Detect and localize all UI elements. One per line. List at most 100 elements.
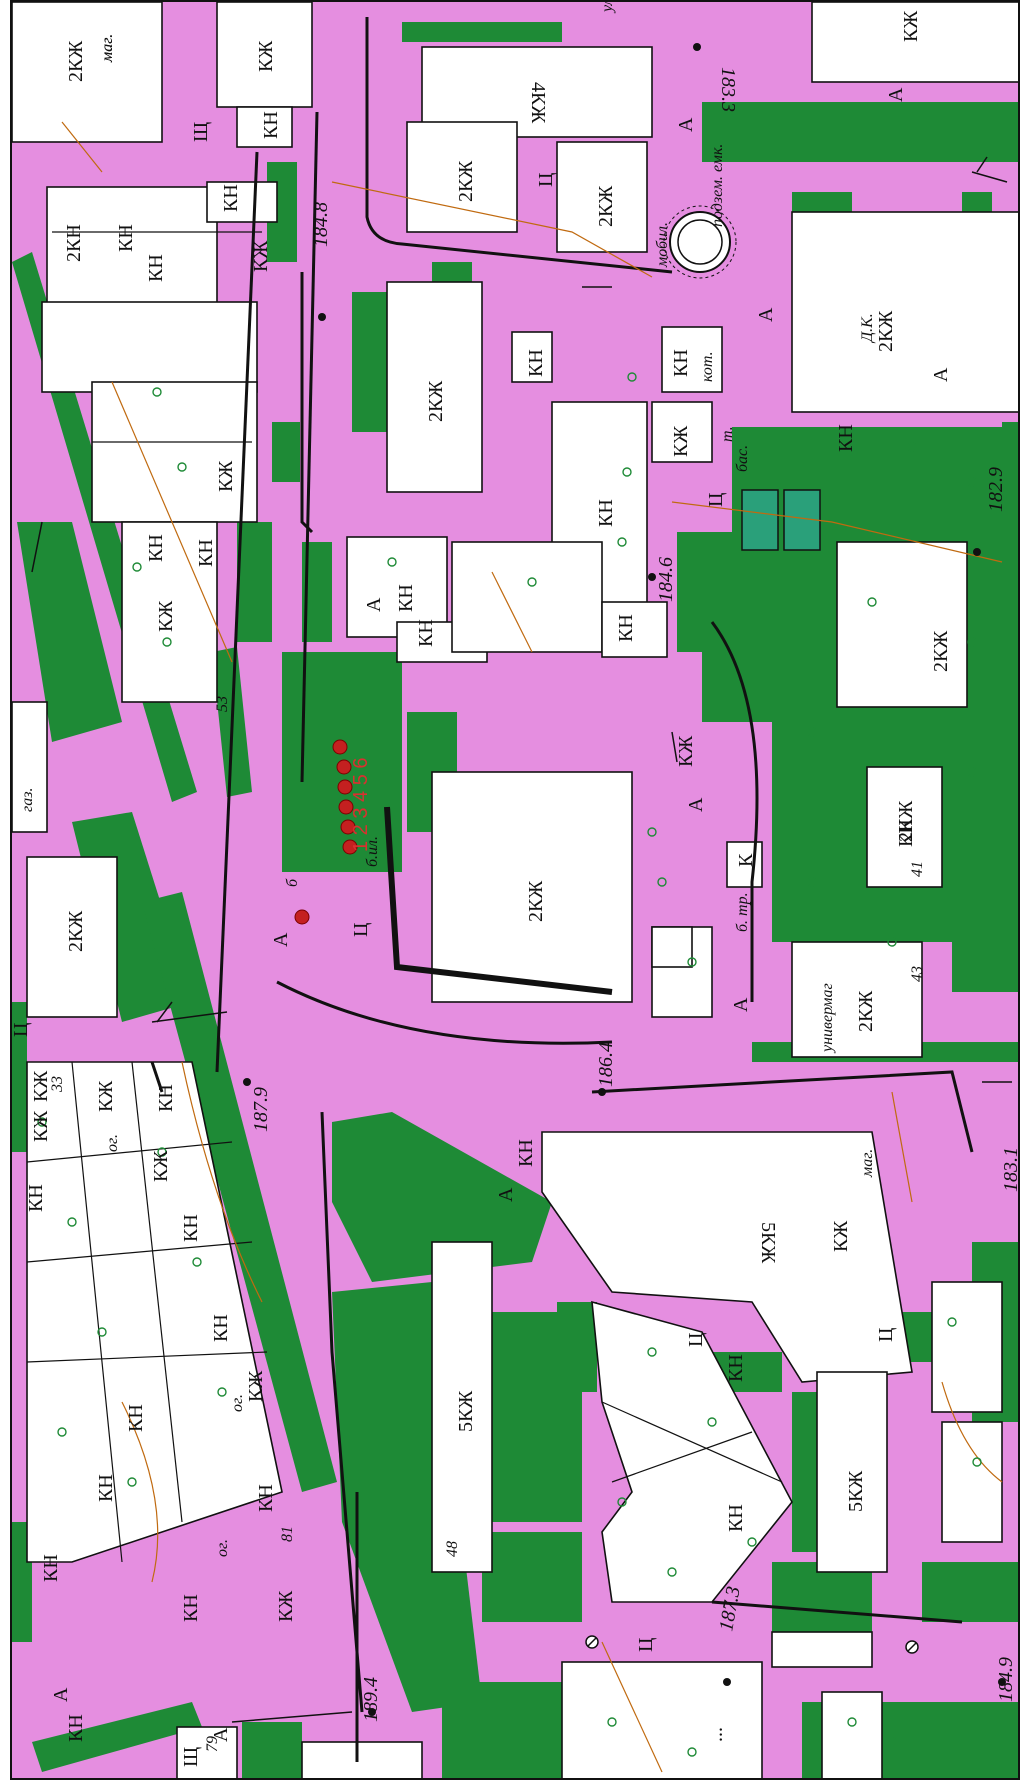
svg-text:2КЖ: 2КЖ (855, 991, 877, 1032)
svg-text:...: ... (705, 1727, 727, 1742)
street-label-mira: ул. Мира (599, 2, 616, 14)
svg-text:КН: КН (255, 1484, 277, 1512)
svg-text:КН: КН (40, 1554, 62, 1582)
svg-text:подзем. емк.: подзем. емк. (709, 144, 726, 227)
svg-text:5КЖ: 5КЖ (455, 1391, 477, 1432)
svg-text:КН: КН (155, 1084, 177, 1112)
marker-numbers: 1 2 3 4 5 6 (350, 757, 372, 852)
svg-text:187.9: 187.9 (250, 1087, 272, 1132)
svg-text:КЖ: КЖ (670, 426, 692, 457)
svg-text:КН: КН (415, 619, 437, 647)
svg-text:б. тр.: б. тр. (734, 892, 751, 932)
svg-text:А: А (495, 1187, 517, 1202)
svg-text:189.4: 189.4 (360, 1677, 382, 1722)
svg-text:2КЖ: 2КЖ (525, 881, 547, 922)
svg-text:ог.: ог. (214, 1539, 231, 1557)
svg-text:2КЖ: 2КЖ (425, 381, 447, 422)
svg-text:ог.: ог. (104, 1134, 121, 1152)
contour-lines (61, 121, 1003, 1773)
svg-text:КЖ: КЖ (30, 1111, 52, 1142)
svg-text:КН: КН (115, 224, 137, 252)
small-square (591, 1300, 793, 1603)
svg-text:Ц: Ц (12, 1023, 32, 1037)
topographic-map: ул. Мира 183.3 184.8 184.6 182.9 187.9 1… (10, 0, 1020, 1780)
svg-text:2КЖ: 2КЖ (895, 801, 917, 842)
svg-text:ог.: ог. (229, 1394, 246, 1412)
svg-text:183.3: 183.3 (717, 67, 739, 112)
svg-text:КН: КН (525, 349, 547, 377)
buildings-layer (12, 2, 1018, 1778)
curbs (150, 17, 974, 1762)
svg-text:КЖ: КЖ (155, 601, 177, 632)
svg-text:48: 48 (444, 1541, 461, 1557)
svg-text:КЖ: КЖ (250, 241, 272, 272)
svg-text:33: 33 (49, 1076, 66, 1093)
svg-text:А: А (210, 1727, 232, 1742)
svg-text:газ.: газ. (19, 788, 36, 812)
svg-text:КЖ: КЖ (30, 1071, 52, 1102)
svg-text:А: А (755, 307, 777, 322)
marker-6 (342, 839, 358, 855)
arrow-icon (31, 156, 1012, 1723)
svg-text:Щ: Щ (190, 122, 212, 142)
svg-text:КН: КН (95, 1474, 117, 1502)
survey-point-icon (243, 43, 1006, 1716)
svg-text:А: А (730, 997, 752, 1012)
svg-text:т.: т. (719, 426, 736, 442)
svg-text:81: 81 (279, 1526, 296, 1542)
svg-text:КН: КН (220, 184, 242, 212)
svg-text:КН: КН (395, 584, 417, 612)
marker-1 (332, 739, 348, 755)
svg-text:183.1: 183.1 (1000, 1147, 1020, 1192)
map-labels: ул. Мира 183.3 184.8 184.6 182.9 187.9 1… (12, 2, 1020, 1767)
svg-text:КН: КН (725, 1504, 747, 1532)
building-5kzh-48 (431, 1241, 493, 1573)
svg-text:А: А (270, 932, 292, 947)
svg-text:кот.: кот. (699, 351, 716, 382)
svg-text:КН: КН (615, 614, 637, 642)
svg-text:2КЖ: 2КЖ (65, 911, 87, 952)
svg-text:Ц: Ц (350, 923, 372, 937)
svg-text:2КЖ: 2КЖ (455, 161, 477, 202)
svg-text:186.4: 186.4 (595, 1042, 617, 1087)
svg-text:б: б (284, 878, 301, 887)
svg-text:2КЖ: 2КЖ (595, 186, 617, 227)
svg-text:маг.: маг. (99, 34, 116, 63)
svg-text:Ц: Ц (635, 1638, 657, 1652)
building-5kzh-north (541, 1131, 913, 1383)
marker-5 (340, 819, 356, 835)
svg-text:маг.: маг. (99, 34, 116, 63)
svg-text:КЖ: КЖ (830, 1221, 852, 1252)
svg-text:КЖ: КЖ (275, 1591, 297, 1622)
svg-text:КН: КН (145, 534, 167, 562)
green-west-block (17, 522, 122, 742)
svg-text:КЖ: КЖ (675, 736, 697, 767)
svg-text:53: 53 (214, 696, 231, 712)
svg-text:КН: КН (180, 1594, 202, 1622)
svg-text:184.9: 184.9 (995, 1657, 1017, 1702)
svg-text:Ц: Ц (685, 1333, 707, 1347)
svg-text:КЖ: КЖ (150, 1151, 172, 1182)
svg-text:КН: КН (195, 539, 217, 567)
retaining-wall (384, 806, 613, 995)
svg-text:КН: КН (25, 1184, 47, 1212)
svg-text:КН: КН (210, 1314, 232, 1342)
svg-text:КЖ: КЖ (900, 11, 922, 42)
svg-text:41: 41 (909, 861, 926, 877)
svg-text:мобил.: мобил. (654, 222, 671, 268)
residential-cluster-sw (26, 1061, 283, 1563)
svg-text:КН: КН (725, 1354, 747, 1382)
svg-text:КН: КН (260, 111, 282, 139)
svg-text:А: А (685, 797, 707, 812)
svg-text:4КЖ: 4КЖ (527, 82, 549, 123)
svg-text:Щ: Щ (180, 1747, 202, 1767)
svg-text:КН: КН (515, 1139, 537, 1167)
svg-text:2КЖ: 2КЖ (930, 631, 952, 672)
svg-text:КЖ: КЖ (245, 1371, 267, 1402)
svg-text:универмаг: универмаг (819, 983, 836, 1054)
svg-text:2КЖ: 2КЖ (65, 41, 87, 82)
svg-text:А: А (675, 117, 697, 132)
building-2kzh-central (431, 771, 633, 1003)
roundabout (663, 205, 737, 279)
no-entry-icon (585, 1635, 919, 1654)
